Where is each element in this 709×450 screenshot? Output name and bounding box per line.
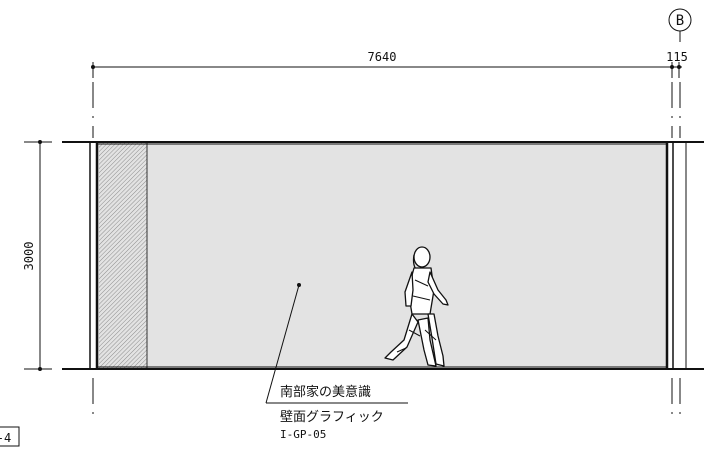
human-figure	[384, 246, 449, 367]
height-dimension: 3000	[22, 140, 52, 371]
callout-leader	[265, 283, 408, 404]
right-wall-edge	[665, 142, 687, 369]
sheet-reference-label: -4	[0, 431, 11, 445]
dimension-width-main: 7640	[368, 50, 397, 64]
grid-axis-lines	[92, 82, 681, 420]
dimension-height: 3000	[22, 242, 36, 271]
callout-subtitle: 壁面グラフィック	[280, 410, 384, 425]
wall-surface	[98, 143, 667, 369]
ceiling-floor-lines	[62, 141, 704, 370]
sheet-reference: -4	[0, 426, 20, 447]
dimension-width-small: 115	[666, 50, 688, 64]
callout-title: 南部家の美意識	[280, 384, 371, 400]
hatched-strip	[99, 143, 147, 369]
grid-marker-label: B	[676, 13, 684, 29]
top-dimension: 7640 115	[91, 50, 688, 78]
callout-code: I-GP-05	[280, 428, 326, 441]
grid-marker: B	[668, 8, 692, 42]
left-wall-edge	[89, 142, 99, 369]
